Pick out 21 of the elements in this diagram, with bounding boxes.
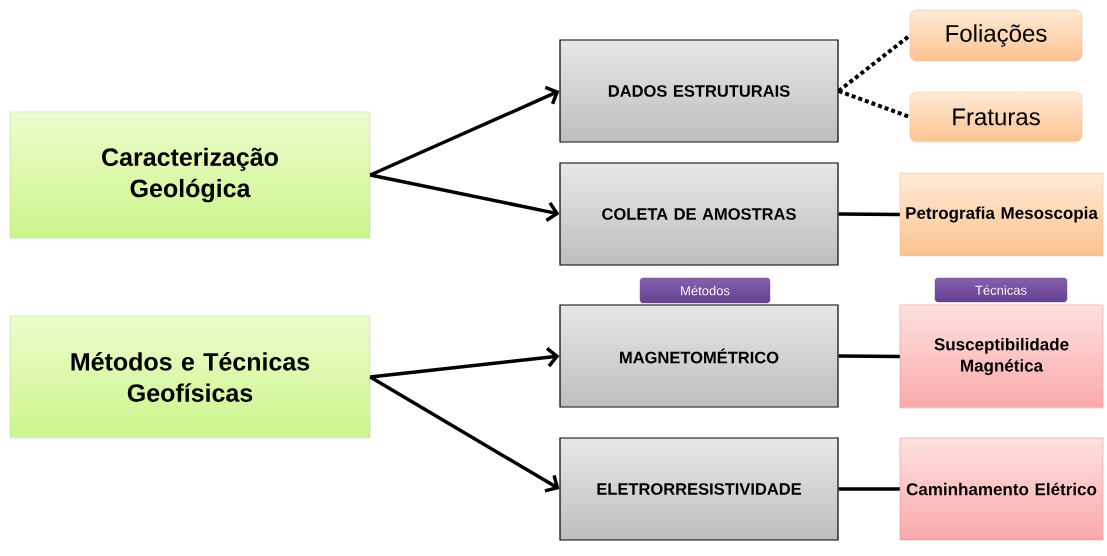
connector-line — [837, 33, 912, 93]
method-box: ELETRORRESISTIVIDADE — [559, 437, 839, 541]
arrow — [369, 85, 560, 177]
technique-box: Petrografia Mesoscopia — [899, 172, 1104, 257]
method-box: DADOS ESTRUTURAIS — [559, 39, 839, 143]
method-box: COLETA DE AMOSTRAS — [559, 162, 839, 266]
connector-line — [838, 212, 900, 217]
result-box: Fraturas — [909, 91, 1083, 143]
header-tab: Técnicas — [934, 277, 1068, 303]
technique-box: Caminhamento Elétrico — [899, 437, 1104, 541]
arrow — [369, 173, 560, 222]
connector-line — [837, 89, 911, 119]
arrow — [370, 346, 560, 379]
arrow — [369, 375, 560, 493]
goal-box: Métodos e Técnicas Geofísicas — [9, 315, 371, 439]
technique-box: Susceptibilidade Magnética — [899, 304, 1104, 409]
goal-box: Caracterização Geológica — [9, 111, 371, 239]
header-tab: Métodos — [639, 277, 771, 304]
connector-line — [838, 354, 900, 359]
result-box: Foliações — [909, 9, 1083, 62]
connector-line — [838, 487, 900, 491]
